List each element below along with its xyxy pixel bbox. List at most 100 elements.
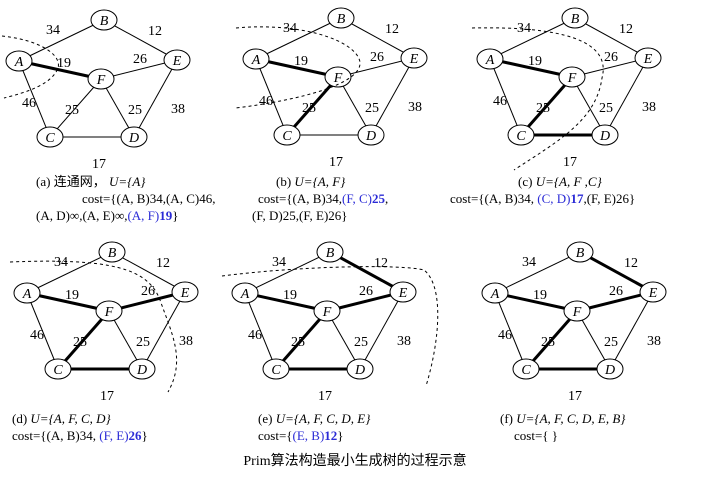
weight-ED: 38 [647,334,661,349]
cut-line-b [235,26,361,109]
caption-b-cost-line2: (F, D)25,(F, E)26} [252,208,348,223]
weight-CF: 25 [65,103,79,118]
edge-BE-selected [579,250,654,294]
node-A: A [242,48,270,70]
edge-AF-selected [255,57,339,79]
edge-BE [574,17,649,59]
node-label-D: D [128,131,139,146]
weight-BE: 12 [624,256,638,271]
node-F: F [558,66,586,88]
node-C: C [273,124,301,146]
edge-AC [494,292,527,370]
node-label-C: C [53,363,63,378]
node-E: E [634,47,662,69]
edge-BE [103,19,178,61]
weight-BE: 12 [385,22,399,37]
node-D: D [346,358,374,380]
node-label-C: C [521,363,531,378]
node-E: E [163,49,191,71]
weight-AC: 46 [498,328,512,343]
weight-AC: 46 [22,96,36,111]
cut-line-e [221,266,439,387]
node-label-C: C [516,129,526,144]
edge-CF-selected [56,310,111,370]
edge-AB [255,17,342,60]
edge-ED [609,291,654,370]
edge-AF-selected [244,291,328,313]
node-E: E [171,281,199,303]
weight-AB: 34 [522,255,536,270]
node-label-B: B [100,14,109,29]
weight-FD: 25 [604,335,618,350]
edge-CF-selected [274,310,329,370]
node-label-D: D [365,129,376,144]
node-A: A [231,282,259,304]
weight-BE: 12 [619,22,633,37]
node-label-A: A [251,53,261,68]
node-A: A [476,48,504,70]
node-D: D [120,126,148,148]
edge-AB [244,251,331,294]
caption-b-cost-line1: cost={(A, B)34,(F, C)25, [258,191,388,206]
weight-FE: 26 [370,50,384,65]
node-F: F [87,68,115,90]
edge-AB [26,251,113,294]
node-F: F [324,66,352,88]
edge-FD [576,310,611,370]
node-label-E: E [172,54,182,69]
caption-d-cost: cost={(A, B)34, (F, E)26} [12,428,148,443]
weight-ED: 38 [179,334,193,349]
node-label-F: F [567,71,577,86]
edge-AB [494,251,581,294]
weight-BE: 12 [156,256,170,271]
node-D: D [591,124,619,146]
edge-AC [18,60,51,138]
weight-FD: 25 [136,335,150,350]
weight-FD: 25 [599,101,613,116]
weight-ED: 38 [397,334,411,349]
caption-d-line1: (d) U={A, F, C, D} [12,411,112,426]
node-label-F: F [96,73,106,88]
node-F: F [95,300,123,322]
weight-AB: 34 [46,23,60,38]
weight-CD: 17 [100,389,114,404]
caption-b-line1: (b) U={A, F} [276,174,346,189]
node-E: E [639,281,667,303]
node-label-F: F [333,71,343,86]
node-label-C: C [271,363,281,378]
cut-line-c [471,27,604,171]
weight-AC: 46 [493,94,507,109]
edge-CF [49,78,102,138]
figure-title: Prim算法构造最小生成树的过程示意 [243,452,466,469]
node-label-B: B [337,12,346,27]
weight-FE: 26 [609,284,623,299]
node-label-A: A [485,53,495,68]
node-B: B [98,241,126,263]
node-B: B [316,241,344,263]
edge-AF-selected [18,59,102,81]
node-D: D [357,124,385,146]
weight-AB: 34 [54,255,68,270]
weight-CF: 25 [536,101,550,116]
node-label-E: E [648,286,658,301]
node-label-A: A [240,287,250,302]
edge-AF-selected [489,57,573,79]
node-label-C: C [45,131,55,146]
weight-CF: 25 [73,335,87,350]
caption-e-line1: (e) U={A, F, C, D, E} [258,411,371,426]
node-label-B: B [571,12,580,27]
weight-CF: 25 [291,335,305,350]
edge-ED [141,291,186,370]
caption-e-cost: cost={(E, B)12} [258,428,344,443]
caption-a-cost-line2: (A, D)∞,(A, E)∞,(A, F)19} [36,208,179,223]
weight-FE: 26 [133,52,147,67]
weight-FE: 26 [604,50,618,65]
edge-FD [100,78,135,138]
edge-CF-selected [285,76,340,136]
edge-AB [18,19,105,62]
